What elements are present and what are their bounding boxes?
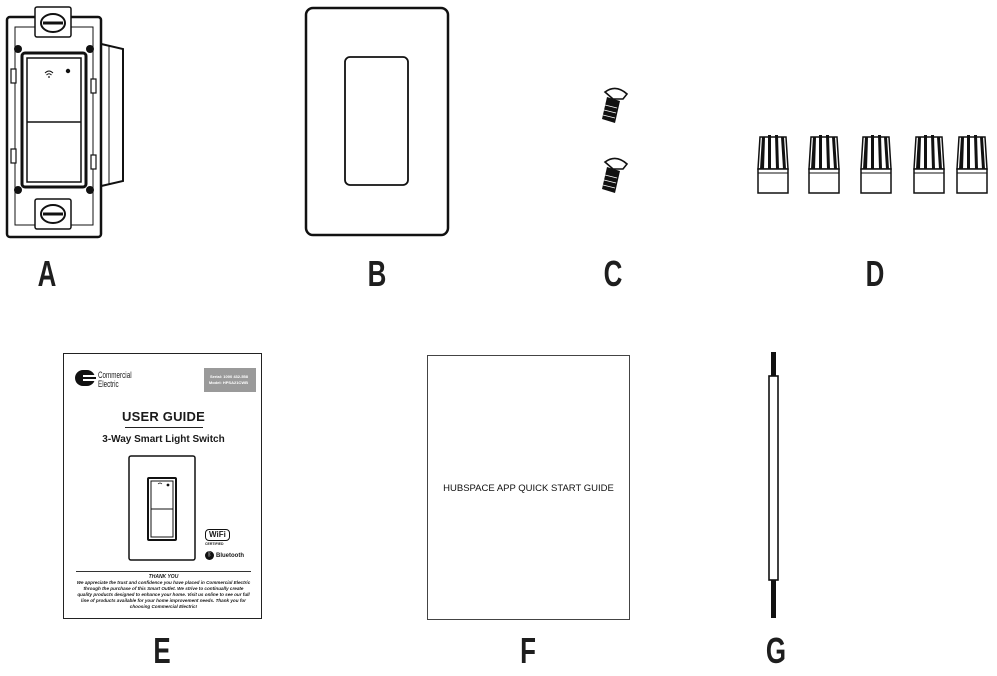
screw-icon <box>602 157 629 193</box>
wire-connectors-drawing <box>757 134 988 194</box>
thanks-body: We appreciate the trust and confidence y… <box>76 580 251 609</box>
switch-illustration <box>128 455 196 561</box>
smart-switch-drawing <box>5 6 124 239</box>
wall-plate-drawing <box>304 6 450 237</box>
user-guide-booklet: Commercial Electric Serial: 1000 432-558… <box>63 353 262 619</box>
quick-start-guide-text: HUBSPACE APP QUICK START GUIDE <box>443 483 614 494</box>
part-letter-a: A <box>37 253 57 294</box>
part-letter-e: E <box>153 630 171 671</box>
part-letter-b: B <box>367 253 387 294</box>
quick-start-guide-sheet: HUBSPACE APP QUICK START GUIDE <box>427 355 630 620</box>
wifi-certified-badge: WiFi CERTIFIED <box>205 529 230 546</box>
part-letter-d: D <box>865 253 885 294</box>
contact-line-1: Serial: 1000 432-558 <box>209 374 248 379</box>
brand-name: Commercial Electric <box>98 370 132 389</box>
part-letter-g: G <box>765 630 787 671</box>
wire-drawing <box>768 352 779 618</box>
part-letter-f: F <box>520 630 536 671</box>
user-guide-title: USER GUIDE <box>122 409 205 424</box>
part-letter-c: C <box>603 253 623 294</box>
thanks-divider <box>76 571 251 572</box>
commercial-electric-logo-icon <box>75 370 96 386</box>
user-guide-subtitle: 3-Way Smart Light Switch <box>102 434 225 445</box>
title-underline <box>125 427 203 428</box>
bluetooth-icon: ᛒ <box>205 551 214 560</box>
contact-line-2: Model: HPSA21CWB <box>208 380 248 385</box>
thanks-title: THANK YOU <box>148 574 179 580</box>
screw-icon <box>602 87 629 123</box>
bluetooth-badge: ᛒ Bluetooth <box>205 551 244 560</box>
contact-bar: Serial: 1000 432-558 Model: HPSA21CWB <box>204 368 256 392</box>
